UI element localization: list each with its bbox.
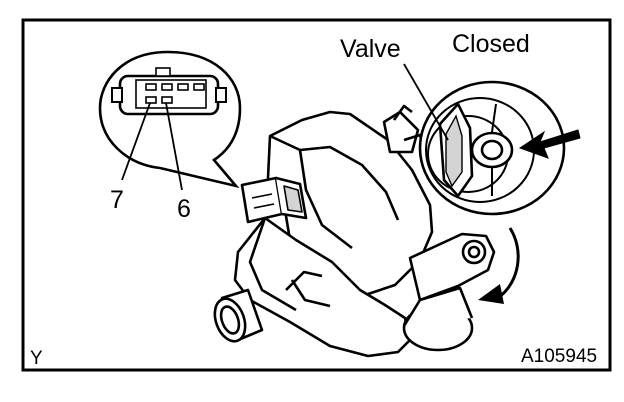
- pin-4: [193, 83, 205, 91]
- actuator-body: [213, 110, 496, 358]
- pin-7: [145, 96, 157, 104]
- valve-shaft-stub: [382, 104, 426, 154]
- leader-terminal-6: [165, 102, 183, 191]
- rotation-arrow-icon: [478, 227, 520, 304]
- leader-terminal-7: [121, 102, 151, 181]
- leader-lines: [121, 63, 449, 191]
- pin-1: [145, 83, 157, 91]
- valve-closeup: [418, 80, 566, 216]
- connector-zoom-bubble: [98, 50, 242, 189]
- valve-label: Valve: [340, 35, 401, 63]
- diagram-frame: [21, 18, 612, 372]
- corner-mark: Y: [30, 348, 43, 369]
- flow-arrow-icon: [518, 129, 581, 159]
- pin-2: [161, 83, 173, 91]
- terminal-6-label: 6: [177, 195, 191, 223]
- leader-valve: [403, 63, 449, 141]
- connector-pins: [145, 83, 205, 104]
- housing-connector: [240, 176, 308, 224]
- pin-6: [161, 96, 173, 104]
- figure-code: A105945: [521, 346, 597, 367]
- terminal-7-label: 7: [110, 186, 124, 214]
- pin-3: [177, 83, 189, 91]
- closed-label: Closed: [452, 30, 530, 58]
